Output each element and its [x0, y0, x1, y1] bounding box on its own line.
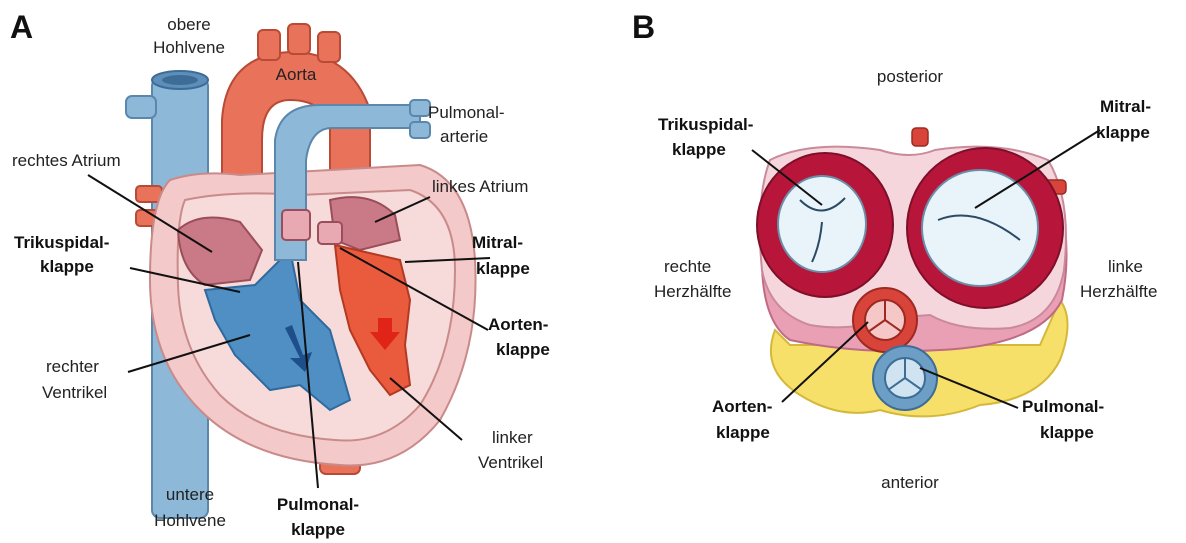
label-linker-ventrikel-line1: linker: [492, 428, 533, 447]
label-pulmonalklappe-line1: Pulmonal-: [277, 495, 359, 514]
label-aortenklappe-line1: Aorten-: [488, 315, 548, 334]
panel-b-letter: B: [632, 9, 655, 45]
label-linkes-atrium: linkes Atrium: [432, 177, 528, 196]
label-rechter-ventrikel-line1: rechter: [46, 357, 99, 376]
label-rechter-ventrikel-line2: Ventrikel: [42, 383, 107, 402]
panel-b: B: [632, 9, 1157, 492]
label-b-trikuspidalklappe-line2: klappe: [672, 140, 726, 159]
label-aortenklappe-line2: klappe: [496, 340, 550, 359]
label-obere-hohlvene-line1: obere: [167, 15, 210, 34]
label-b-mitralklappe-line1: Mitral-: [1100, 97, 1151, 116]
label-pulmonalarterie-line1: Pulmonal-: [428, 103, 505, 122]
label-mitralklappe-line1: Mitral-: [472, 233, 523, 252]
label-obere-hohlvene-line2: Hohlvene: [153, 38, 225, 57]
label-b-pulmonalklappe-line2: klappe: [1040, 423, 1094, 442]
label-linke-herzhaelfte-line2: Herzhälfte: [1080, 282, 1157, 301]
label-trikuspidalklappe-line2: klappe: [40, 257, 94, 276]
label-anterior: anterior: [881, 473, 939, 492]
valve-plane-illustration: [757, 128, 1068, 416]
label-b-aortenklappe-line2: klappe: [716, 423, 770, 442]
label-rechte-herzhaelfte-line2: Herzhälfte: [654, 282, 731, 301]
label-linke-herzhaelfte-line1: linke: [1108, 257, 1143, 276]
label-aorta: Aorta: [276, 65, 317, 84]
label-b-pulmonalklappe-line1: Pulmonal-: [1022, 397, 1104, 416]
panel-a-letter: A: [10, 9, 33, 45]
label-pulmonalarterie-line2: arterie: [440, 127, 488, 146]
panel-a: A: [10, 9, 550, 539]
label-posterior: posterior: [877, 67, 943, 86]
label-untere-hohlvene-line1: untere: [166, 485, 214, 504]
label-trikuspidalklappe-line1: Trikuspidal-: [14, 233, 109, 252]
label-b-trikuspidalklappe-line1: Trikuspidal-: [658, 115, 753, 134]
label-rechtes-atrium: rechtes Atrium: [12, 151, 121, 170]
label-b-aortenklappe-line1: Aorten-: [712, 397, 772, 416]
label-b-mitralklappe-line2: klappe: [1096, 123, 1150, 142]
label-mitralklappe-line2: klappe: [476, 259, 530, 278]
label-untere-hohlvene-line2: Hohlvene: [154, 511, 226, 530]
label-pulmonalklappe-line2: klappe: [291, 520, 345, 539]
label-linker-ventrikel-line2: Ventrikel: [478, 453, 543, 472]
label-rechte-herzhaelfte-line1: rechte: [664, 257, 711, 276]
